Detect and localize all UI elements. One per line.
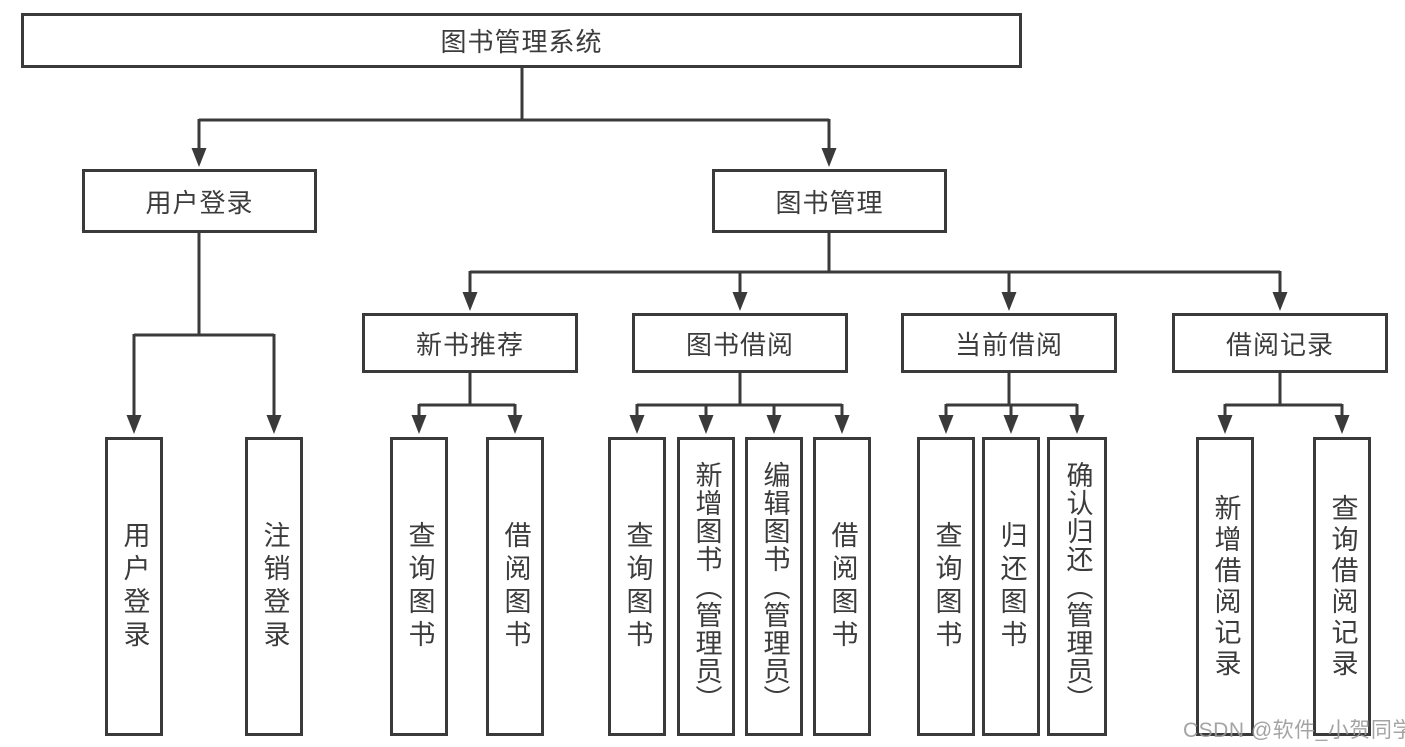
leaf-query-books-recommend: 查询图书 — [390, 437, 448, 736]
node-borrowing-records: 借阅记录 — [1172, 313, 1388, 373]
leaf-borrow-books-borrowing: 借阅图书 — [813, 437, 871, 736]
node-new-book-recommendation-label: 新书推荐 — [415, 329, 524, 360]
node-book-borrowing-label: 图书借阅 — [685, 329, 794, 360]
leaf-add-book-admin: 新增图书（管理员） — [677, 437, 735, 736]
leaf-query-borrow-record-label: 查询借阅记录 — [1327, 493, 1358, 680]
leaf-edit-book-admin-label: 编辑图书（管理员） — [759, 460, 790, 713]
node-new-book-recommendation: 新书推荐 — [362, 313, 578, 373]
leaf-query-books-current: 查询图书 — [917, 437, 975, 736]
node-library-system-label: 图书管理系统 — [440, 27, 603, 57]
leaf-return-books: 归还图书 — [982, 437, 1040, 736]
leaf-borrow-books-recommend: 借阅图书 — [486, 437, 544, 736]
node-book-management-label: 图书管理 — [775, 187, 884, 218]
node-current-borrowing: 当前借阅 — [901, 313, 1117, 373]
leaf-edit-book-admin: 编辑图书（管理员） — [745, 437, 803, 736]
leaf-add-borrow-record-label: 新增借阅记录 — [1210, 493, 1241, 680]
csdn-watermark: CSDN @软件_小贺同学 — [1183, 719, 1405, 742]
node-current-borrowing-label: 当前借阅 — [954, 329, 1063, 360]
leaf-borrow-books-borrowing-label: 借阅图书 — [827, 520, 858, 653]
leaf-logout: 注销登录 — [245, 437, 303, 736]
leaf-user-login: 用户登录 — [105, 437, 163, 736]
leaf-confirm-return-admin: 确认归还（管理员） — [1047, 437, 1107, 736]
node-borrowing-records-label: 借阅记录 — [1225, 329, 1334, 360]
leaf-borrow-books-recommend-label: 借阅图书 — [500, 520, 531, 653]
leaf-query-books-recommend-label: 查询图书 — [404, 520, 435, 653]
node-book-borrowing: 图书借阅 — [632, 313, 848, 373]
node-library-system: 图书管理系统 — [21, 13, 1022, 68]
leaf-query-books-current-label: 查询图书 — [931, 520, 962, 653]
leaf-add-borrow-record: 新增借阅记录 — [1196, 437, 1254, 736]
leaf-query-borrow-record: 查询借阅记录 — [1313, 437, 1371, 736]
leaf-query-books-borrowing: 查询图书 — [608, 437, 666, 736]
leaf-logout-label: 注销登录 — [259, 520, 290, 653]
leaf-user-login-label: 用户登录 — [119, 520, 150, 653]
node-user-login-label: 用户登录 — [145, 187, 254, 218]
leaf-add-book-admin-label: 新增图书（管理员） — [691, 460, 722, 713]
leaf-return-books-label: 归还图书 — [996, 520, 1027, 653]
leaf-query-books-borrowing-label: 查询图书 — [622, 520, 653, 653]
node-user-login: 用户登录 — [82, 169, 317, 233]
node-book-management: 图书管理 — [712, 169, 947, 233]
leaf-confirm-return-admin-label: 确认归还（管理员） — [1062, 460, 1093, 713]
